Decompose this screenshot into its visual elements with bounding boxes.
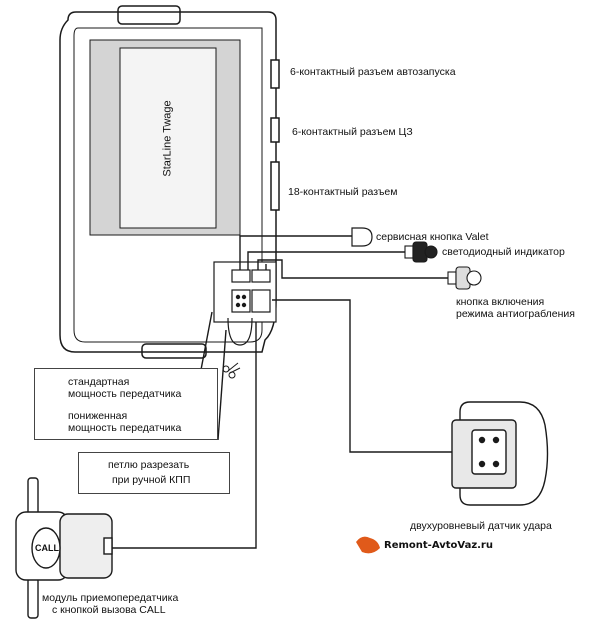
valet-button-shape — [351, 227, 373, 247]
legend-standard-2: мощность передатчика — [68, 388, 182, 400]
scissors-icon — [222, 362, 241, 379]
loop-note-2: при ручной КПП — [112, 474, 191, 486]
antiroberry-button-shape — [447, 266, 482, 290]
alarm-unit — [59, 5, 280, 359]
transceiver-label-1: модуль приемопередатчика — [42, 592, 179, 604]
loop-note-1: петлю разрезать — [108, 459, 190, 471]
legend-reduced-1: пониженная — [68, 410, 128, 422]
valet-label: сервисная кнопка Valet — [376, 231, 489, 243]
wires — [108, 235, 452, 549]
led-indicator-shape — [404, 241, 438, 263]
power-legend-box — [34, 368, 218, 440]
watermark-text: Remont-AvtoVaz.ru — [384, 540, 493, 551]
antiroberry-label-2: режима антиограбления — [456, 308, 575, 320]
antiroberry-label-1: кнопка включения — [456, 296, 545, 308]
shock-sensor-shape — [451, 401, 549, 506]
call-button-label: CALL — [35, 543, 59, 553]
connector-label-18: 18-контактный разъем — [288, 186, 398, 198]
unit-brand-label: StarLine Twage — [161, 100, 174, 177]
legend-standard-1: стандартная — [68, 376, 130, 388]
loop-note-box — [78, 452, 230, 494]
led-label: светодиодный индикатор — [442, 246, 565, 258]
connector-block — [213, 261, 277, 346]
logo-mark-icon — [356, 536, 380, 554]
connector-label-autostart: 6-контактный разъем автозапуска — [290, 66, 456, 78]
legend-reduced-2: мощность передатчика — [68, 422, 182, 434]
shock-sensor-label: двухуровневый датчик удара — [410, 520, 552, 532]
transceiver-shape — [15, 477, 113, 619]
connector-label-cz: 6-контактный разъем ЦЗ — [292, 126, 413, 138]
transceiver-label-2: с кнопкой вызова CALL — [52, 604, 166, 616]
